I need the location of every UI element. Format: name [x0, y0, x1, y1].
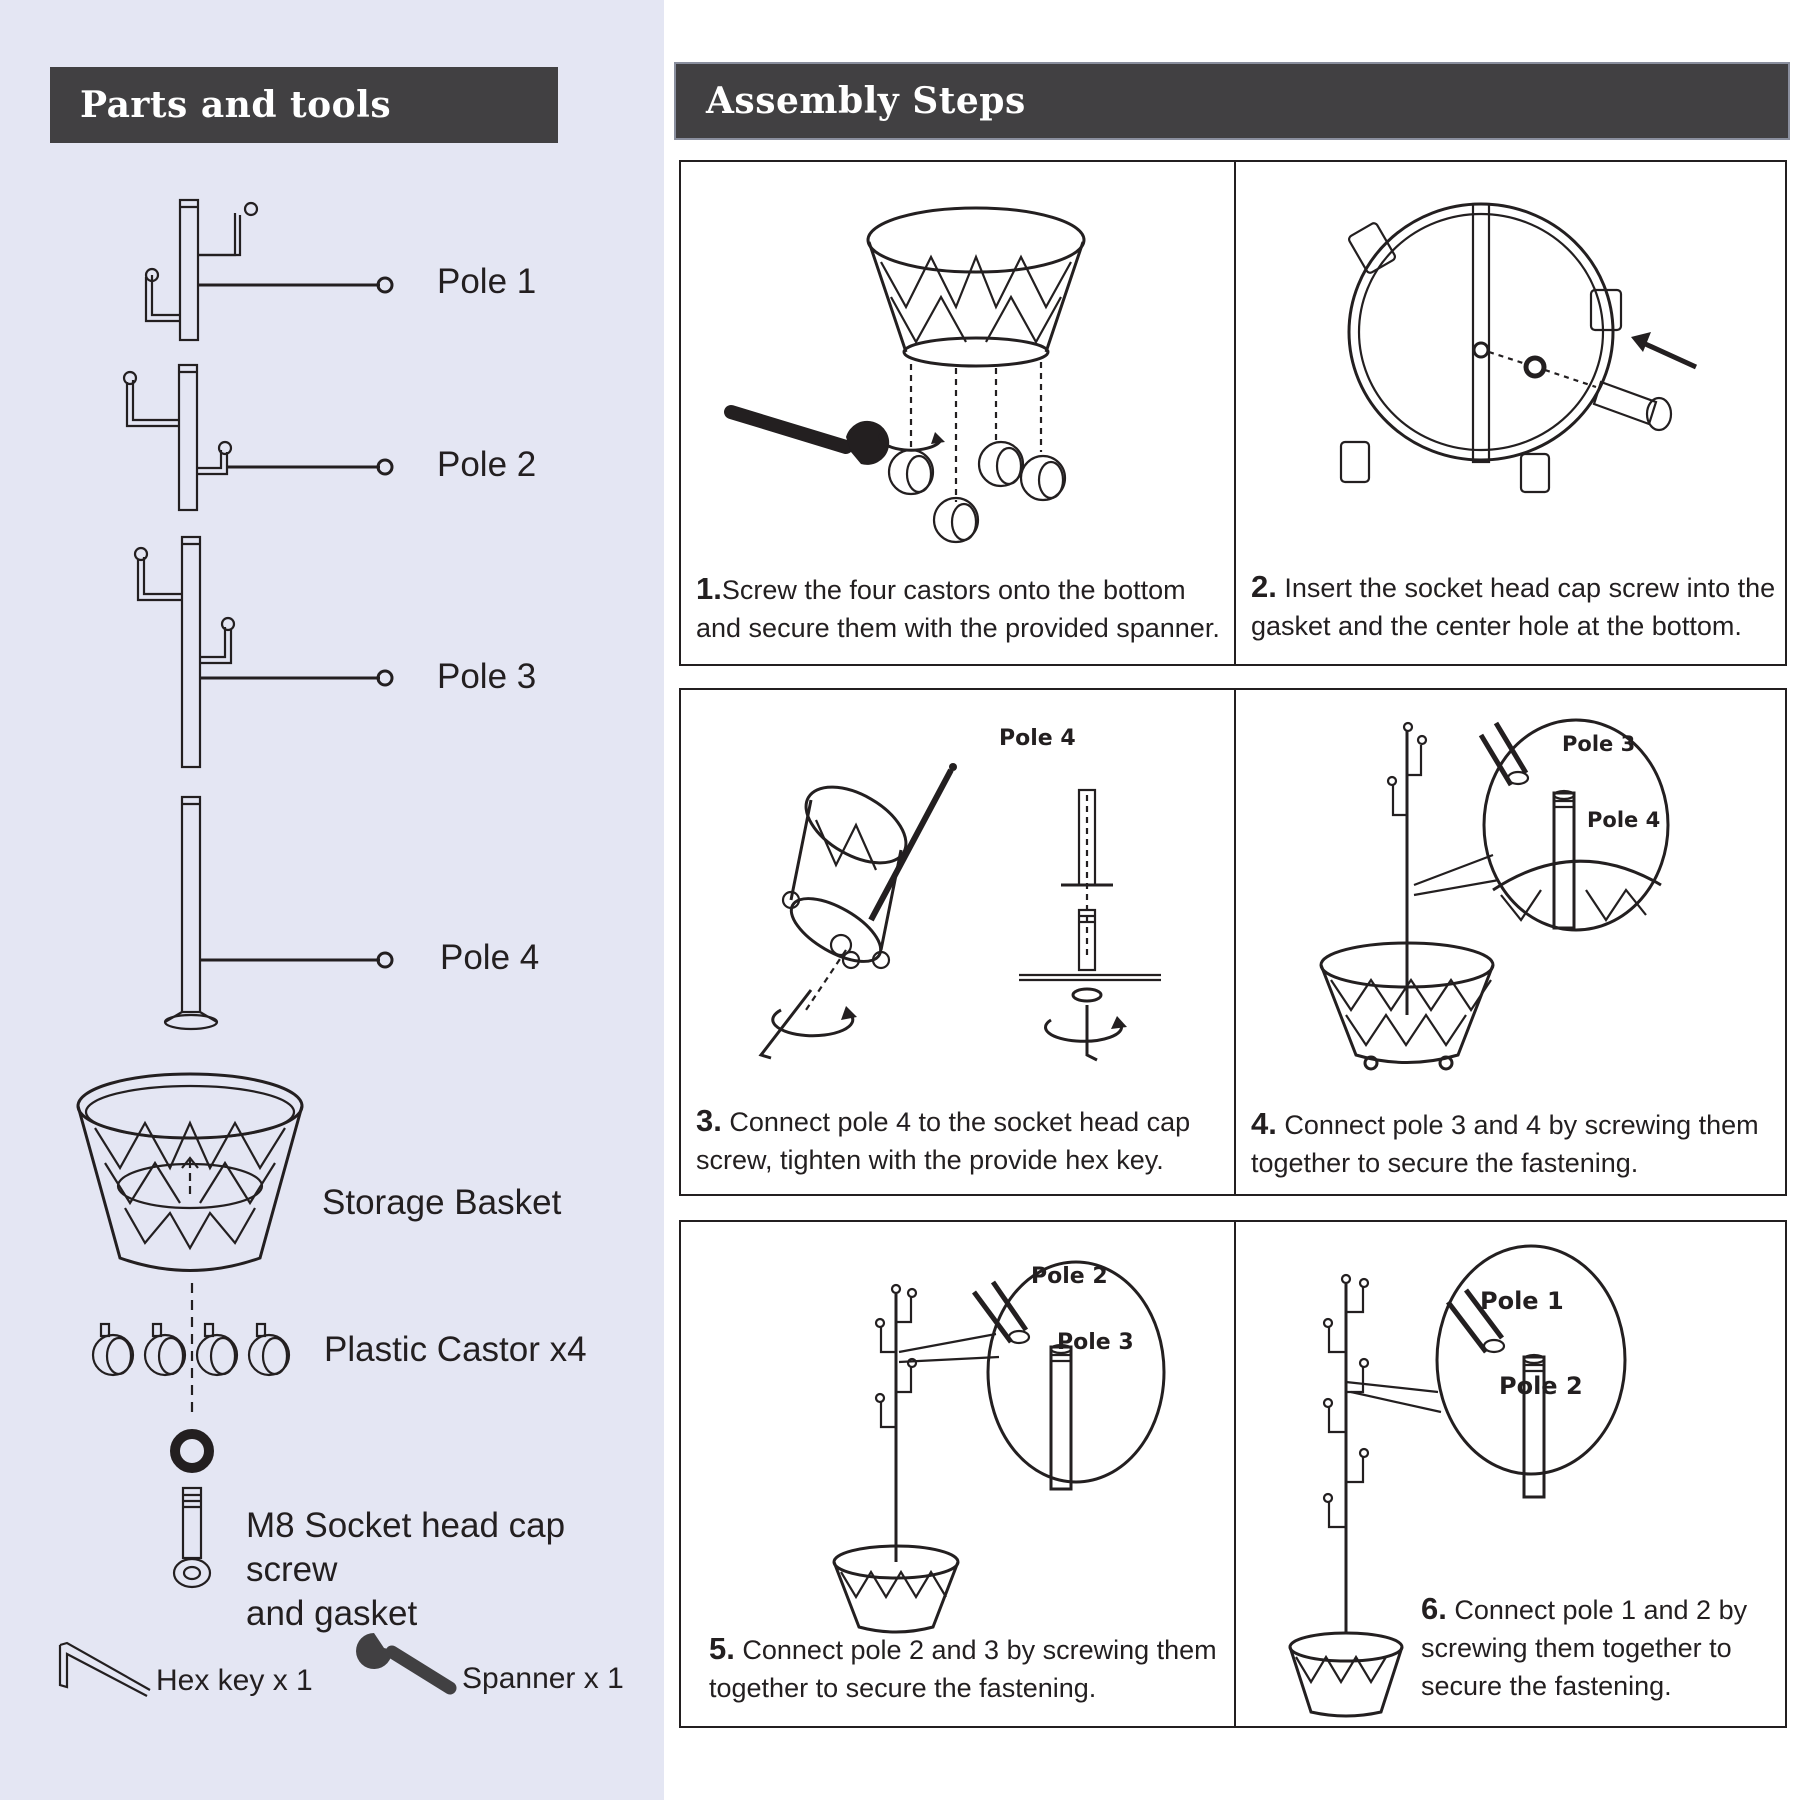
screw-label: M8 Socket head cap screw and gasket	[246, 1504, 664, 1636]
step-4-text: 4. Connect pole 3 and 4 by screwing them…	[1251, 1105, 1781, 1182]
step-3-description: Connect pole 4 to the socket head cap sc…	[696, 1107, 1191, 1175]
step-5-description: Connect pole 2 and 3 by screwing them to…	[709, 1635, 1217, 1703]
steps-row-3: Pole 2 Pole 3 5. Connect pole 2 and 3 by…	[679, 1220, 1787, 1728]
pole-1-illustration	[144, 198, 394, 342]
step-1-description: Screw the four castors onto the bottom a…	[696, 575, 1220, 643]
hex-key-illustration	[58, 1641, 151, 1697]
screw-label-line1: M8 Socket head cap screw	[246, 1506, 566, 1589]
step-3-number: 3.	[696, 1103, 722, 1138]
step-5-pole-2-callout: Pole 2	[1031, 1264, 1108, 1289]
step-6-pole-1-callout: Pole 1	[1480, 1287, 1564, 1315]
step-2-description: Insert the socket head cap screw into th…	[1251, 573, 1776, 641]
storage-basket-illustration	[76, 1072, 304, 1272]
step-3-text: 3. Connect pole 4 to the socket head cap…	[696, 1102, 1226, 1179]
step-4-illustration	[1319, 718, 1670, 1071]
screw-and-gasket-illustration	[170, 1283, 214, 1589]
step-3-pole-4-callout: Pole 4	[999, 726, 1076, 751]
steps-row-1: 1.Screw the four castors onto the bottom…	[679, 160, 1787, 666]
spanner-label: Spanner x 1	[462, 1662, 624, 1695]
parts-and-tools-header: Parts and tools	[50, 67, 558, 143]
step-5-text: 5. Connect pole 2 and 3 by screwing them…	[709, 1630, 1229, 1707]
step-6-pole-2-callout: Pole 2	[1499, 1372, 1583, 1400]
step-3-illustration	[758, 763, 1161, 1062]
spanner-illustration	[356, 1633, 457, 1695]
step-1-illustration	[724, 206, 1086, 544]
step-6-text: 6. Connect pole 1 and 2 by screwing them…	[1421, 1590, 1761, 1705]
pole-4-label: Pole 4	[440, 938, 540, 977]
parts-and-tools-panel: Parts and tools Pole 1 Pole 2	[0, 0, 664, 1800]
step-1-number: 1.	[696, 571, 722, 606]
step-6-description: Connect pole 1 and 2 by screwing them to…	[1421, 1595, 1748, 1701]
step-2-text: 2. Insert the socket head cap screw into…	[1251, 568, 1781, 645]
step-4-number: 4.	[1251, 1106, 1277, 1141]
step-5-illustration	[832, 1260, 1166, 1634]
step-6-number: 6.	[1421, 1591, 1447, 1626]
screw-label-line2: and gasket	[246, 1594, 418, 1633]
step-4-pole-3-callout: Pole 3	[1562, 732, 1636, 756]
step-5-number: 5.	[709, 1631, 735, 1666]
step-2-illustration	[1339, 202, 1698, 494]
pole-2-illustration	[122, 363, 394, 512]
castors-illustration	[91, 1322, 291, 1377]
storage-basket-label: Storage Basket	[322, 1183, 562, 1222]
steps-row-2: Pole 4 3. Connect pole 4 to the socket h…	[679, 688, 1787, 1196]
step-4-description: Connect pole 3 and 4 by screwing them to…	[1251, 1110, 1759, 1178]
pole-2-label: Pole 2	[437, 445, 537, 484]
assembly-steps-header: Assembly Steps	[674, 62, 1790, 140]
step-5-pole-3-callout: Pole 3	[1057, 1330, 1134, 1355]
pole-1-label: Pole 1	[437, 262, 537, 301]
castor-label: Plastic Castor x4	[324, 1330, 587, 1369]
pole-4-illustration	[163, 795, 394, 1031]
step-6-illustration	[1288, 1273, 1404, 1718]
step-4-pole-4-callout: Pole 4	[1587, 808, 1661, 832]
hex-key-label: Hex key x 1	[156, 1664, 313, 1697]
step-6-detail-callout	[1345, 1244, 1627, 1499]
pole-3-label: Pole 3	[437, 657, 537, 696]
step-2-number: 2.	[1251, 569, 1277, 604]
pole-3-illustration	[133, 535, 394, 769]
step-1-text: 1.Screw the four castors onto the bottom…	[696, 570, 1226, 647]
